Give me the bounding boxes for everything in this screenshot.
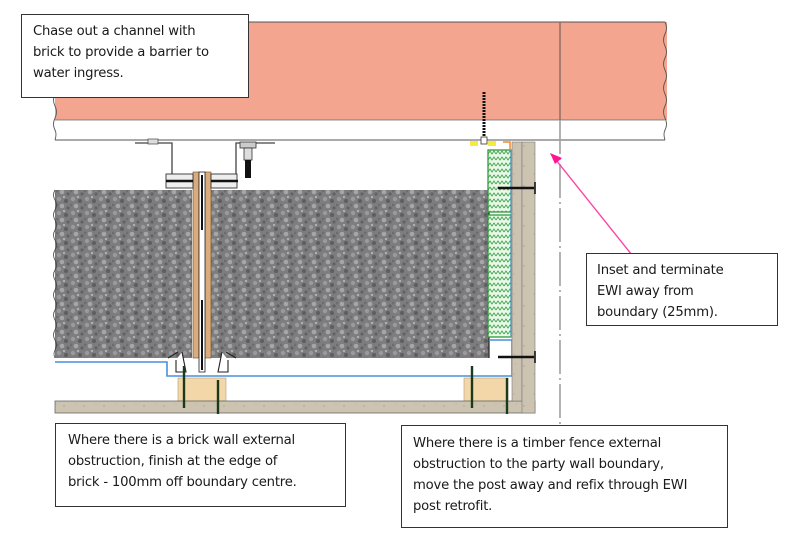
board-screw [498,351,536,363]
wall-screw [480,92,488,145]
callout-text: obstruction, finish at the edge of [68,454,278,469]
fence-post [192,171,212,373]
callout-text: move the post away and refix through EWI [413,478,688,493]
board-screw [498,182,536,194]
callout-text: water ingress. [33,66,124,81]
callout-chase-channel: Chase out a channel with brick to provid… [21,14,249,98]
eps-insulation [53,189,490,359]
timber-bearers [177,377,509,402]
callout-text: Where there is a timber fence external [413,436,662,451]
fence-boards [511,141,536,414]
callout-text: Where there is a brick wall external [68,433,296,448]
callout-inset-ewi: Inset and terminate EWI away from bounda… [586,253,778,326]
head-seal [470,141,511,150]
callout-text: Inset and terminate [597,263,724,278]
callout-text: boundary (25mm). [597,305,718,320]
fixings [182,92,536,414]
callout-timber-fence-obstruction: Where there is a timber fence external o… [401,425,728,528]
callout-text: brick - 100mm off boundary centre. [68,475,297,490]
render-line [55,339,513,377]
callout-text: EWI away from [597,284,694,299]
post-brackets [135,138,275,373]
callout-text: brick to provide a barrier to [33,45,209,60]
bearer-screw [182,366,509,414]
callout-text: post retrofit. [413,499,493,514]
callout-brick-wall-obstruction: Where there is a brick wall external obs… [55,423,346,507]
concrete-base [54,400,536,414]
mineral-wool-infill [487,149,512,338]
callout-text: Chase out a channel with [33,24,196,39]
leader-arrow [550,153,633,256]
callout-text: obstruction to the party wall boundary, [413,457,664,472]
